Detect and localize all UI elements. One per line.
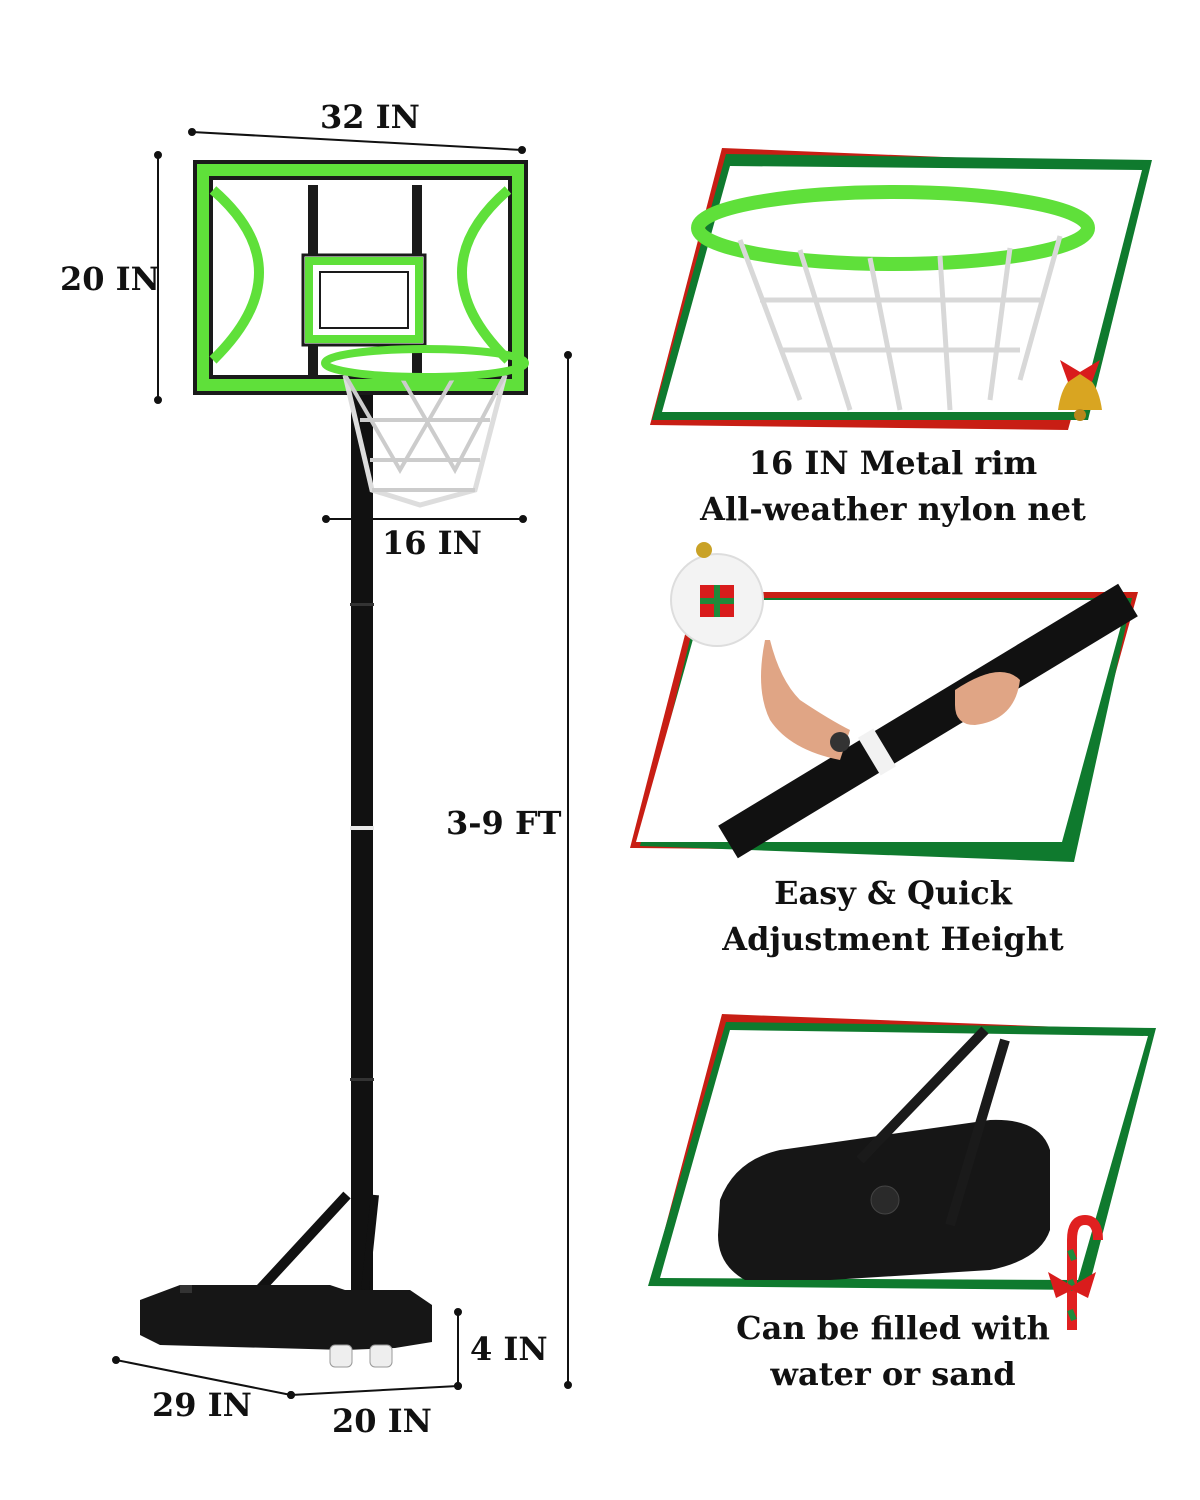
backboard — [193, 160, 528, 395]
base-width-line — [290, 1385, 459, 1396]
backboard-height-label: 20 IN — [60, 260, 160, 298]
base — [140, 1285, 432, 1368]
height-range-label: 3-9 FT — [446, 804, 562, 842]
feature-caption-line2: Adjustment Height — [722, 920, 1064, 958]
feature-caption-rim: 16 IN Metal rim All-weather nylon net — [700, 440, 1086, 532]
base-length-label: 29 IN — [152, 1386, 252, 1424]
base-length-line — [115, 1359, 292, 1396]
feature-panel-base — [648, 1014, 1156, 1330]
feature-panel-rim — [650, 148, 1152, 430]
dimension-lines — [112, 128, 572, 1399]
candy-cane-icon — [1048, 1214, 1103, 1330]
rim-and-net — [321, 345, 529, 508]
feature-panel-adjust — [630, 542, 1138, 862]
pole — [246, 395, 379, 1325]
feature-caption-line2: water or sand — [770, 1355, 1016, 1393]
backboard-width-line — [191, 131, 523, 151]
backboard-width-label: 32 IN — [320, 98, 420, 136]
feature-caption-line1: Can be filled with — [736, 1309, 1050, 1347]
base-width-label: 20 IN — [332, 1402, 432, 1440]
rim-diameter-label: 16 IN — [382, 524, 482, 562]
feature-caption-adjust: Easy & Quick Adjustment Height — [720, 870, 1066, 962]
gift-ornament-icon — [670, 542, 764, 647]
feature-caption-base: Can be filled with water or sand — [730, 1305, 1056, 1397]
feature-caption-line1: Easy & Quick — [774, 874, 1012, 912]
bell-ornament-icon — [1058, 360, 1102, 421]
base-height-label: 4 IN — [470, 1330, 548, 1368]
feature-caption-line1: 16 IN Metal rim — [748, 444, 1038, 482]
feature-caption-line2: All-weather nylon net — [700, 490, 1086, 528]
